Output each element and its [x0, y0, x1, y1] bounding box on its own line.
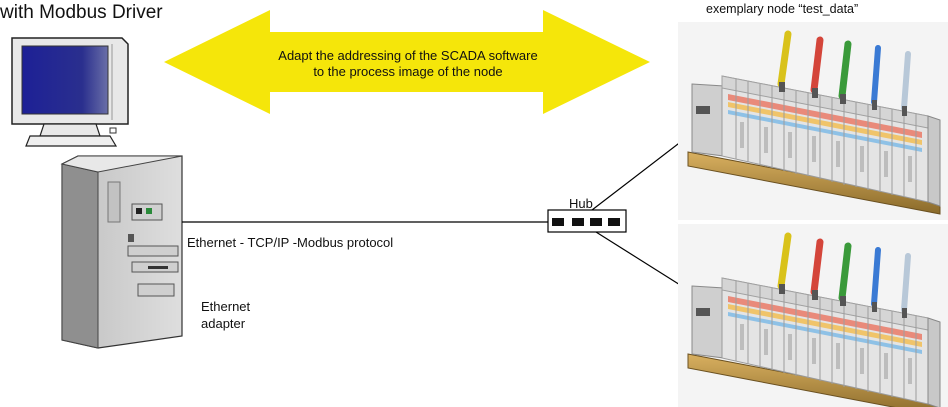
ethernet-adapter-label: Ethernet adapter [201, 299, 251, 331]
monitor-icon [11, 37, 129, 147]
io-node-top [678, 22, 948, 220]
hub-label: Hub [569, 196, 593, 211]
io-node-bottom [678, 224, 948, 407]
banner-line-1: Adapt the addressing of the SCADA softwa… [278, 48, 538, 63]
node-title: exemplary node “test_data” [706, 2, 859, 16]
banner-line-2: to the process image of the node [313, 64, 503, 79]
title: with Modbus Driver [0, 2, 163, 23]
pc-tower-icon [60, 155, 183, 349]
addressing-double-arrow [164, 10, 650, 114]
hub-icon [547, 209, 627, 233]
ethernet-protocol-label: Ethernet - TCP/IP -Modbus protocol [187, 235, 394, 250]
addressing-banner: Adapt the addressing of the SCADA softwa… [233, 48, 583, 80]
